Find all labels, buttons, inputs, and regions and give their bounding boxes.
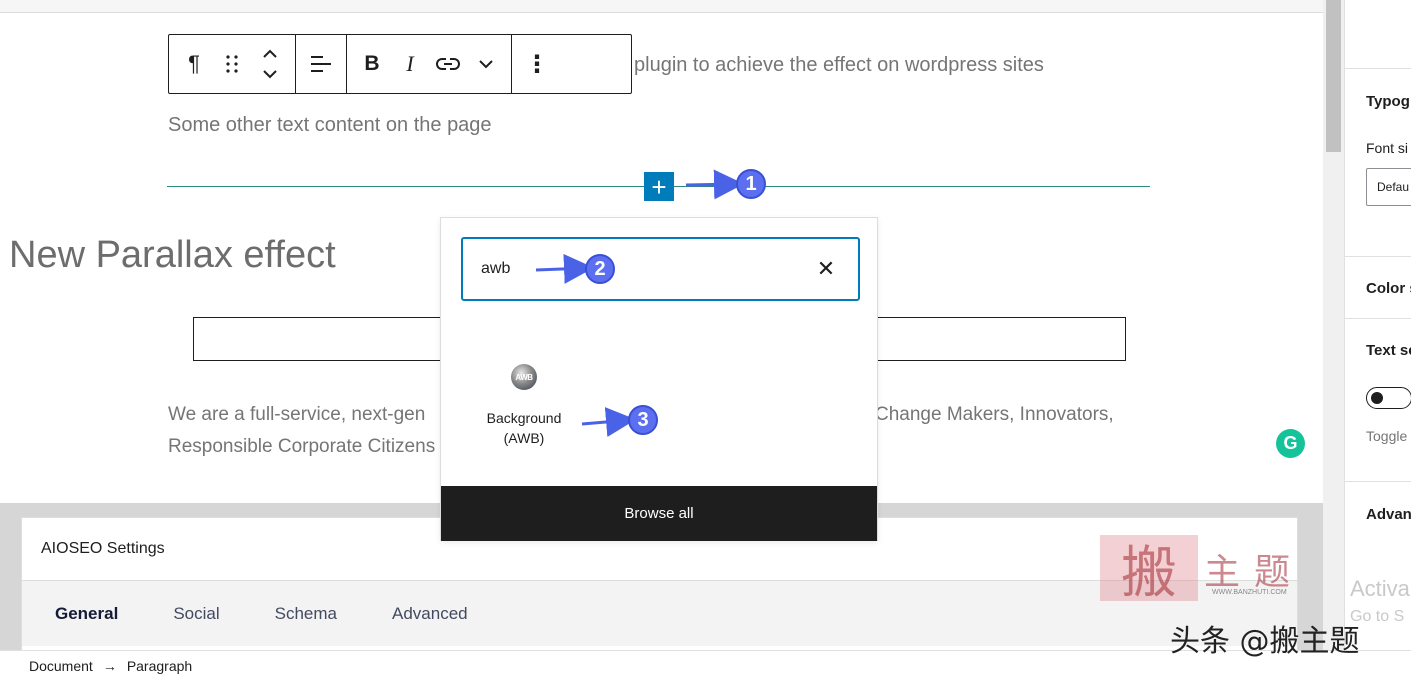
text-settings-toggle[interactable] <box>1366 387 1411 409</box>
settings-sidebar: Typog Font si Defau Color s Text se Togg… <box>1344 0 1411 650</box>
tab-social[interactable]: Social <box>173 603 220 623</box>
search-clear-button[interactable]: ✕ <box>812 255 840 283</box>
breadcrumb-separator: → <box>102 658 117 674</box>
italic-button[interactable]: I <box>391 35 429 93</box>
toutiao-watermark: 头条 @搬主题 <box>1170 624 1360 659</box>
paragraph-icon: ¶ <box>188 51 200 76</box>
block-result-label: Background (AWB) <box>486 410 562 446</box>
bold-button[interactable]: B <box>353 35 391 93</box>
more-rich-text-button[interactable] <box>467 35 505 93</box>
chevron-up-down-icon <box>263 49 277 79</box>
block-toolbar: ¶ B I ⋮ <box>168 34 632 94</box>
body-text-line-2[interactable]: Responsible Corporate Citizens <box>168 436 436 457</box>
bold-icon: B <box>364 52 380 75</box>
paragraph-block-other[interactable]: Some other text content on the page <box>168 114 492 136</box>
body-text-line-1-start[interactable]: We are a full-service, next-gen <box>168 404 426 425</box>
sidebar-text-settings-heading[interactable]: Text se <box>1366 342 1411 359</box>
link-button[interactable] <box>429 35 467 93</box>
sidebar-divider <box>1345 68 1411 69</box>
editor-scrollbar-thumb[interactable] <box>1326 0 1341 152</box>
sidebar-advanced-heading[interactable]: Advan <box>1366 506 1411 523</box>
italic-icon: I <box>406 51 414 76</box>
browse-all-button[interactable]: Browse all <box>441 486 877 541</box>
drag-handle[interactable] <box>213 35 251 93</box>
more-vertical-icon: ⋮ <box>525 50 549 78</box>
breadcrumb-document[interactable]: Document <box>29 658 93 674</box>
aioseo-panel-title[interactable]: AIOSEO Settings <box>41 540 165 557</box>
link-icon <box>436 58 460 70</box>
font-size-select[interactable]: Defau <box>1366 168 1411 206</box>
close-icon: ✕ <box>816 256 836 281</box>
toolbar-group-format: B I <box>347 35 512 93</box>
aioseo-settings-panel: AIOSEO Settings General Social Schema Ad… <box>21 517 1298 652</box>
watermark: 搬 主题 WWW.BANZHUTI.COM <box>1098 533 1320 606</box>
heading-block[interactable]: New Parallax effect <box>9 234 336 276</box>
step-marker-3: 3 <box>628 405 658 435</box>
toolbar-group-block: ¶ <box>169 35 296 93</box>
tab-schema[interactable]: Schema <box>274 603 337 623</box>
sidebar-divider <box>1345 481 1411 482</box>
watermark-seal: 搬 <box>1100 535 1198 606</box>
breadcrumb-paragraph[interactable]: Paragraph <box>126 658 193 674</box>
grammarly-icon[interactable]: G <box>1276 429 1305 458</box>
drag-handle-icon <box>226 55 238 73</box>
sidebar-typography-heading[interactable]: Typog <box>1366 93 1410 110</box>
toolbar-group-align <box>296 35 347 93</box>
toggle-knob <box>1371 392 1383 404</box>
paragraph-block-button[interactable]: ¶ <box>175 35 213 93</box>
tab-advanced[interactable]: Advanced <box>392 603 468 623</box>
sidebar-divider <box>1345 256 1411 257</box>
move-up-down-button[interactable] <box>251 35 289 93</box>
watermark-text: 主题 <box>1204 552 1305 593</box>
align-left-icon <box>311 56 331 72</box>
sidebar-font-size-label: Font si <box>1366 140 1409 156</box>
step-marker-1: 1 <box>736 169 766 199</box>
awb-block-icon: AWB <box>511 364 537 390</box>
activate-windows-title: Activa <box>1350 576 1410 601</box>
tab-general[interactable]: General <box>55 603 119 623</box>
activate-windows-subtitle: Go to S <box>1350 608 1405 625</box>
step-marker-2: 2 <box>585 254 615 284</box>
body-text-line-1-end[interactable]: Change Makers, Innovators, <box>875 404 1114 425</box>
editor-top-strip <box>0 0 1323 13</box>
paragraph-block-top[interactable]: plugin to achieve the effect on wordpres… <box>634 54 1044 76</box>
watermark-url: WWW.BANZHUTI.COM <box>1212 589 1287 596</box>
toolbar-group-options: ⋮ <box>512 35 562 93</box>
align-button[interactable] <box>302 35 340 93</box>
editor-scrollbar[interactable] <box>1323 0 1344 650</box>
block-options-button[interactable]: ⋮ <box>518 35 556 93</box>
plus-icon: + <box>651 171 667 202</box>
breadcrumb: Document → Paragraph <box>29 658 192 674</box>
block-search-box: ✕ <box>461 237 860 301</box>
block-search-input[interactable] <box>481 255 801 283</box>
sidebar-toggle-help: Toggle <box>1366 428 1408 444</box>
quick-inserter-popover: ✕ AWB Background (AWB) Browse all <box>440 217 878 541</box>
aioseo-tab-bar: General Social Schema Advanced <box>22 580 1297 646</box>
editor-footer: Document → Paragraph <box>0 650 1411 677</box>
block-result-awb[interactable]: AWB Background (AWB) <box>471 358 577 454</box>
block-inserter-button[interactable]: + <box>644 172 674 201</box>
sidebar-color-heading[interactable]: Color s <box>1366 280 1411 297</box>
chevron-down-icon <box>479 60 493 69</box>
sidebar-divider <box>1345 318 1411 319</box>
